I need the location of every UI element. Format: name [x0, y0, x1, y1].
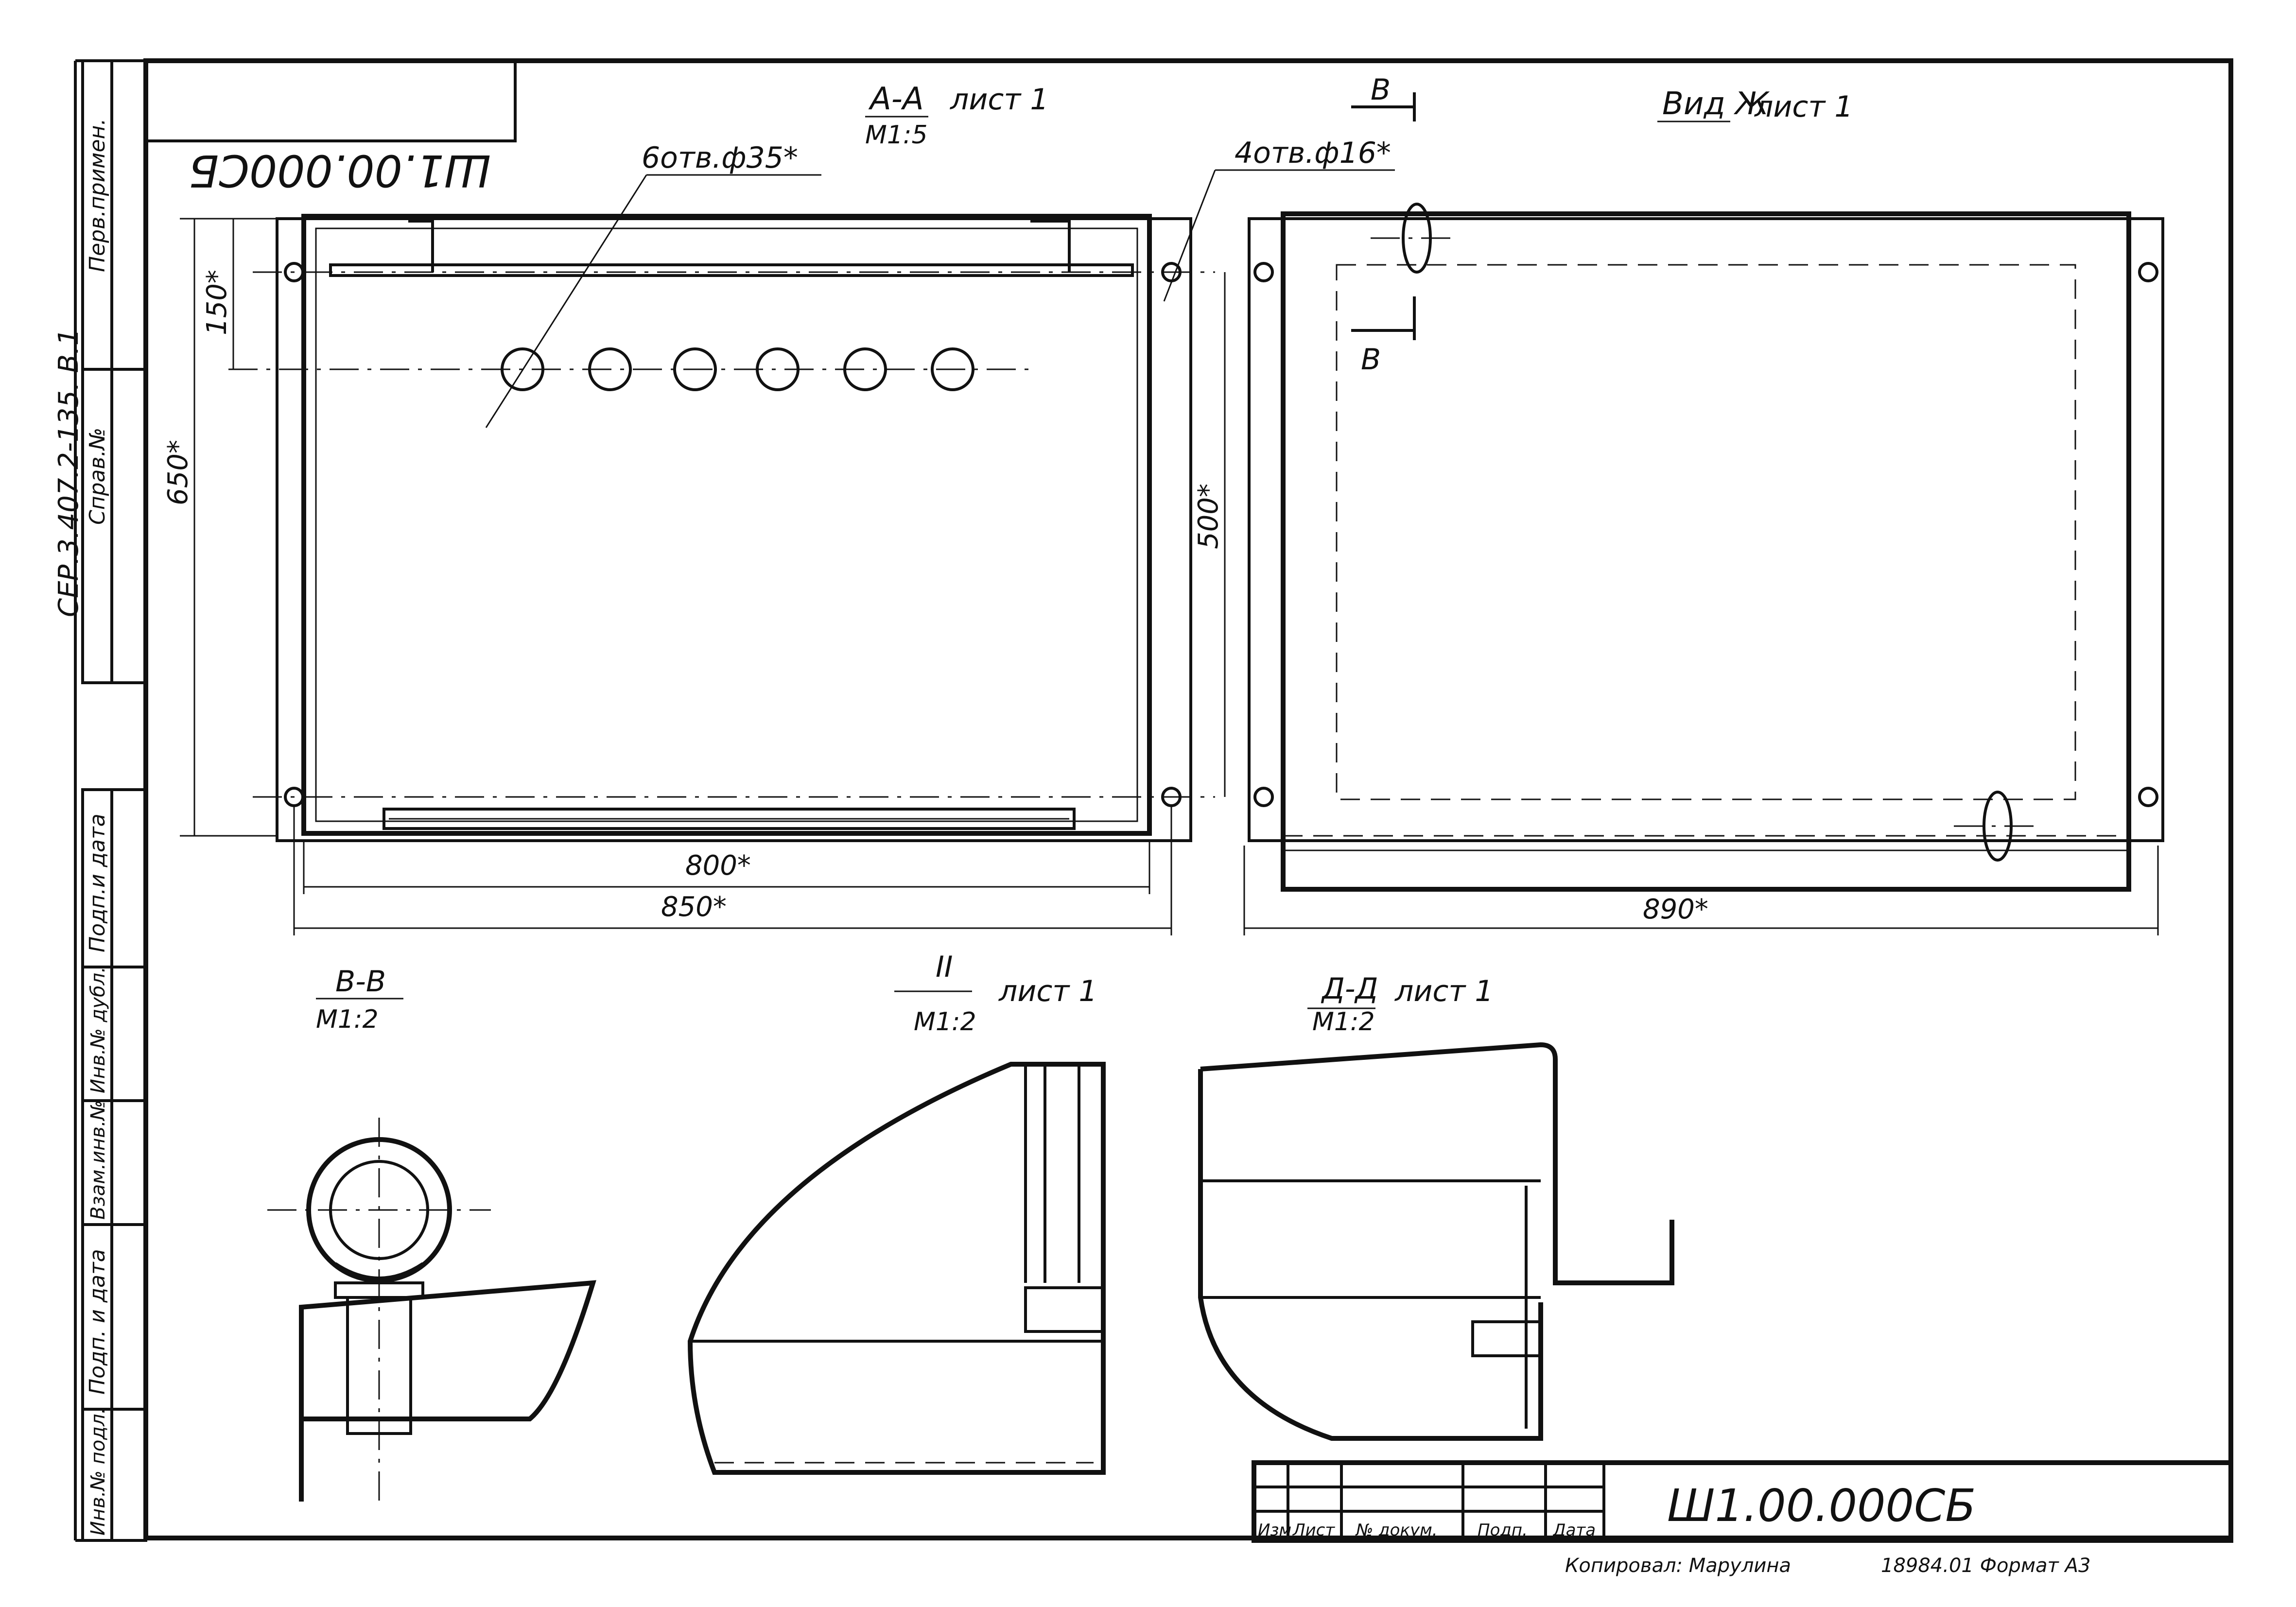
view-aa: А-А лист 1 М1:5 6отв.ф35* [162, 81, 1395, 935]
stamp-podp-data-2: Подп. и дата [85, 1249, 110, 1395]
detail-ii-title: II [936, 950, 953, 984]
section-dd-title: Д-Д [1321, 972, 1378, 1006]
stamp-inv-podl: Инв.№ подл. [87, 1408, 109, 1536]
section-dd-sheet: лист 1 [1394, 974, 1494, 1008]
tb-col-doc: № докум. [1355, 1521, 1438, 1540]
drawing-number-mirrored: Ш1.00.000СБ [189, 145, 491, 196]
view-aa-title: А-А [868, 81, 924, 117]
view-zh: В Вид Ж лист 1 В 890* [1243, 73, 2164, 935]
drawing-number: Ш1.00.000СБ [1667, 1480, 1976, 1532]
section-dd: Д-Д лист 1 М1:2 [1198, 972, 1674, 1441]
detail-ii-sheet: лист 1 [998, 974, 1097, 1008]
detail-ii-scale: М1:2 [914, 1007, 976, 1037]
side-stamp: Перв.примен. СЕР.3.407.2-135. В.1 Справ.… [53, 59, 147, 1542]
mirrored-number-box: Ш1.00.000СБ [144, 59, 517, 196]
detail-ii: II лист 1 М1:2 [687, 950, 1106, 1475]
dim-850: 850* [661, 891, 727, 923]
holes16-label: 4отв.ф16* [1235, 136, 1391, 170]
stamp-podp-data-1: Подп.и дата [85, 813, 110, 952]
cut-b-top: В [1371, 73, 1391, 107]
cut-b-bottom: В [1361, 343, 1381, 377]
section-bb: В-В М1:2 [267, 965, 596, 1506]
holes35-label: 6отв.ф35* [642, 141, 798, 175]
copied-by: Копировал: Марулина [1565, 1555, 1791, 1577]
dim-150: 150* [201, 270, 233, 335]
dim-800: 800* [685, 850, 751, 881]
stamp-inv-dubl: Инв.№ дубл. [87, 967, 109, 1093]
view-aa-scale: М1:5 [865, 121, 928, 150]
dim-890: 890* [1643, 894, 1708, 925]
stamp-sprav-no: Справ.№ [85, 428, 110, 525]
section-bb-scale: М1:2 [316, 1005, 379, 1034]
tb-col-list: Лист [1292, 1521, 1335, 1540]
stamp-series-ref: СЕР.3.407.2-135. В.1 [53, 328, 85, 617]
section-bb-title: В-В [335, 965, 386, 999]
order-format: 18984.01 Формат А3 [1881, 1555, 2090, 1577]
tb-col-data: Дата [1552, 1521, 1596, 1540]
dim-500: 500* [1193, 484, 1224, 549]
dim-650: 650* [162, 440, 194, 505]
view-aa-sheet: лист 1 [950, 83, 1049, 117]
stamp-vzam-inv: Взам.инв.№ [87, 1100, 109, 1220]
tb-col-izm: Изм [1258, 1521, 1291, 1540]
view-zh-title: Вид Ж [1662, 86, 1770, 122]
title-block: Изм Лист № докум. Подп. Дата Ш1.00.000СБ… [1252, 1460, 2233, 1577]
stamp-perv-primen: Перв.примен. [85, 119, 110, 272]
section-dd-scale: М1:2 [1312, 1007, 1375, 1037]
view-zh-sheet: лист 1 [1754, 90, 1853, 124]
tb-col-podp: Подп. [1478, 1521, 1528, 1540]
